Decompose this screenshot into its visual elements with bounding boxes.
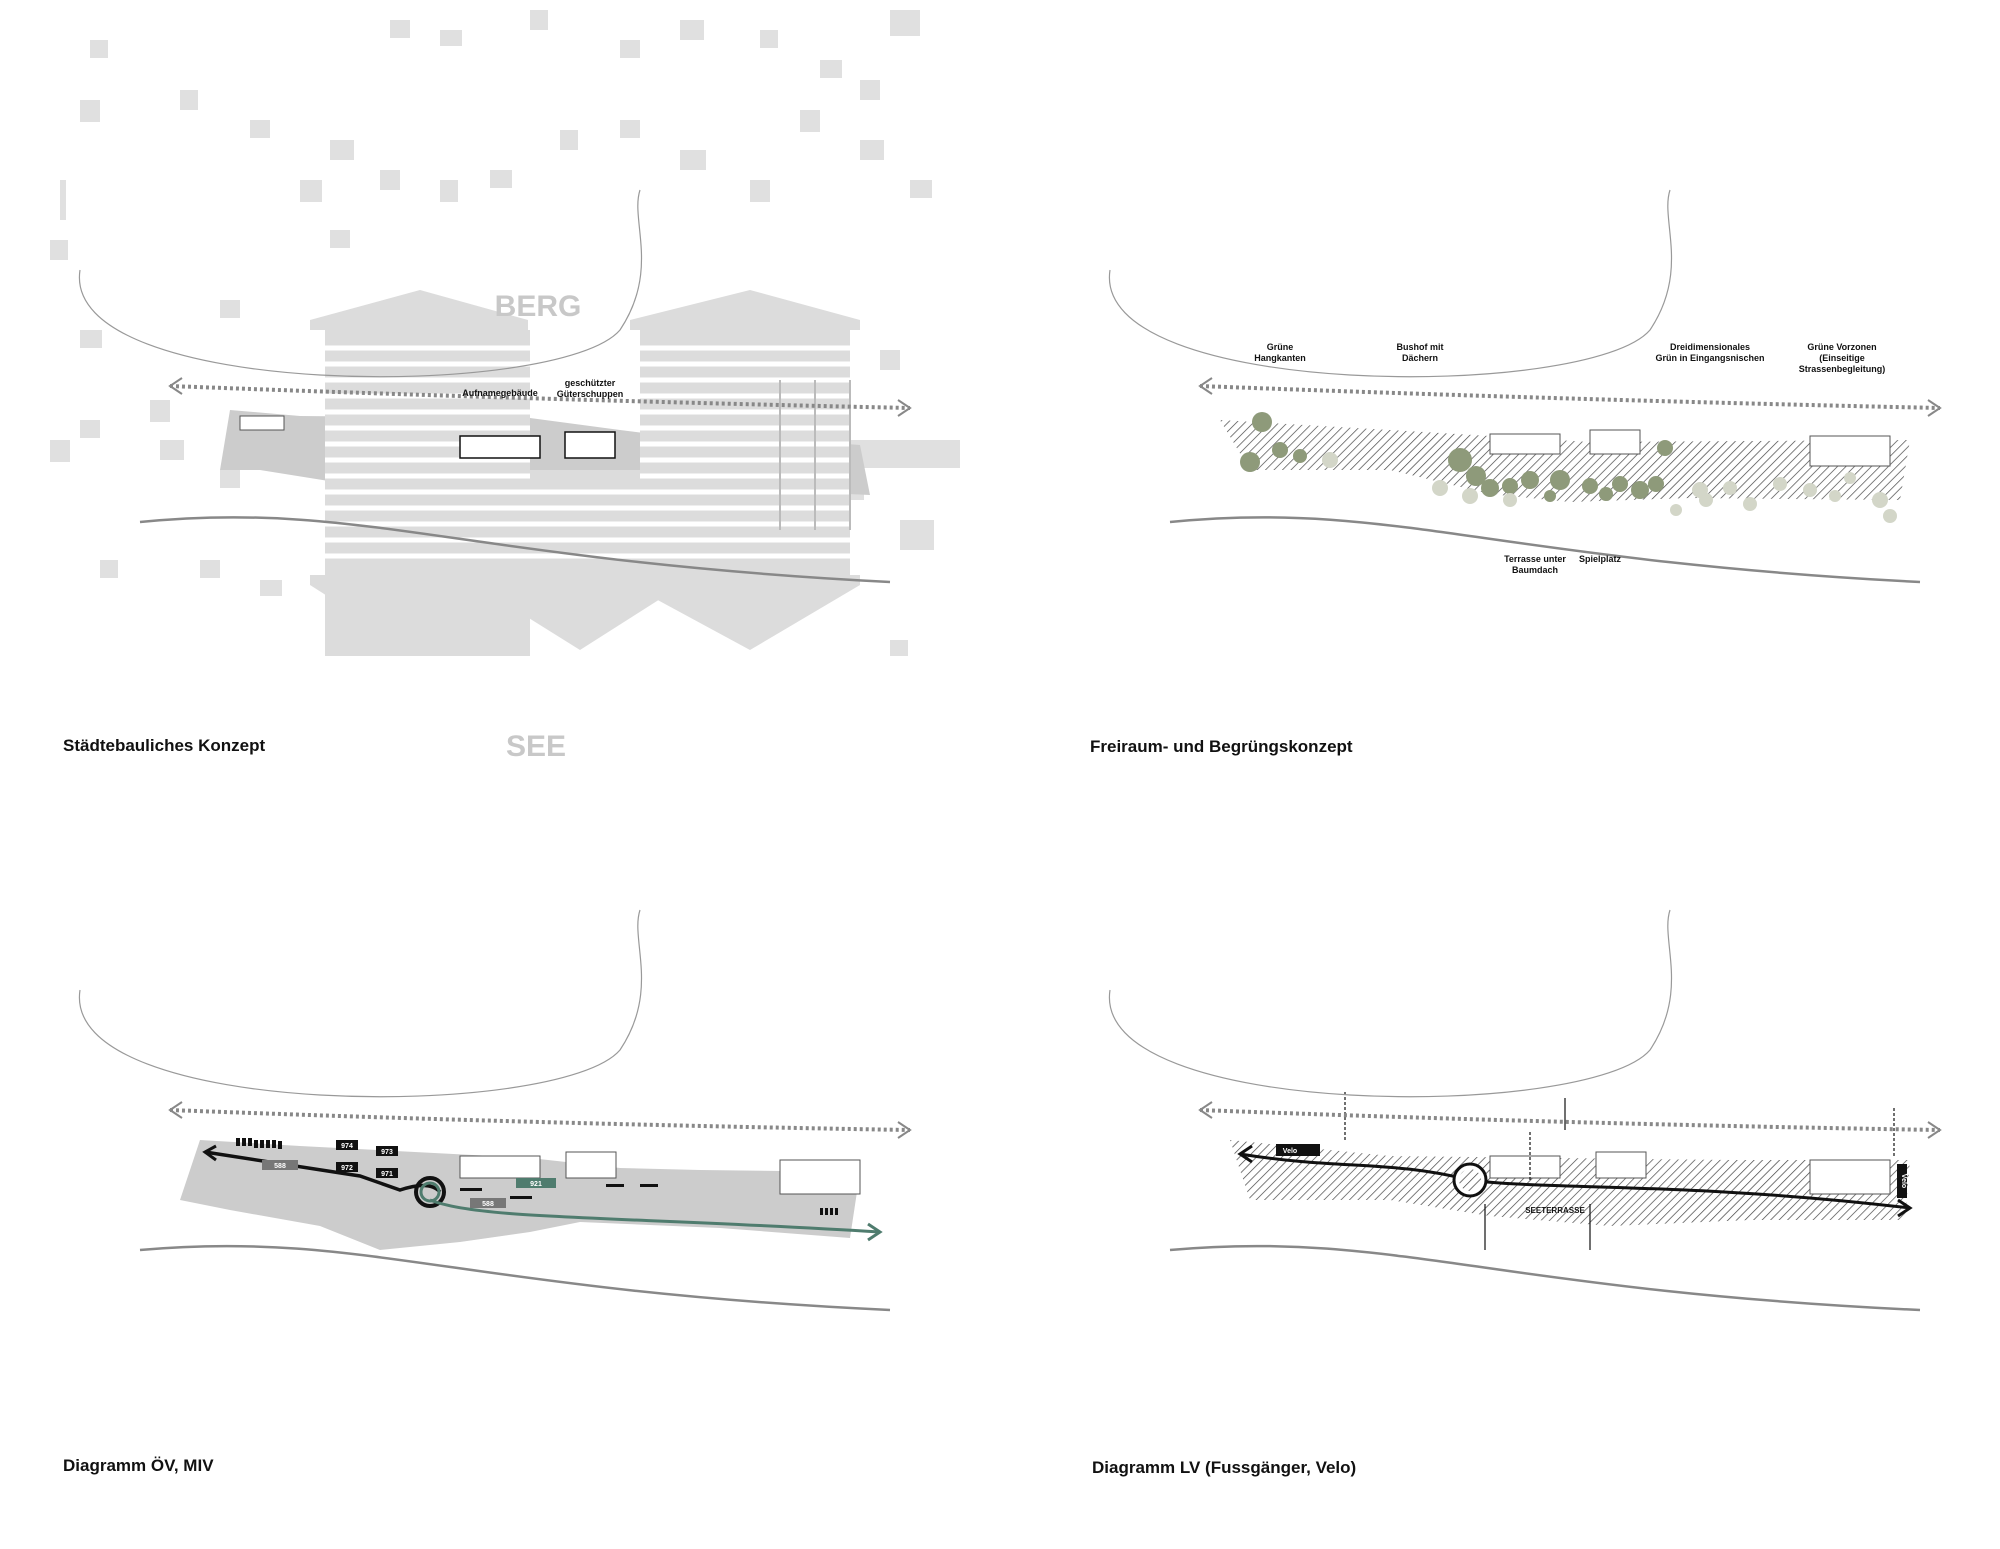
terrasse-label-2: Baumdach (1512, 565, 1558, 575)
rail-arrow-right (897, 399, 912, 417)
road-arrow (202, 1144, 217, 1162)
gueterschuppen-label-2: Güterschuppen (557, 389, 624, 399)
transit-diagram: 974 973 972 971 588 921 588 (79, 909, 912, 1312)
velo-tag (1276, 1144, 1320, 1156)
lake-path (139, 1244, 891, 1312)
aufnahmegebaeude (459, 435, 541, 459)
berg-label: BERG (495, 290, 582, 323)
urban-concept-diagram: BERG SEE Aufnamegebäude geschützter Güte… (50, 10, 960, 763)
building-c (1809, 1159, 1891, 1195)
aufnahmegebaeude-label: Aufnamegebäude (462, 388, 538, 398)
bike-route (1239, 1152, 1911, 1210)
building-c (1809, 435, 1891, 467)
line-921: 921 (530, 1181, 542, 1188)
mountain-path (1109, 189, 1673, 378)
roundabout-hatch (1459, 1169, 1481, 1191)
line-971: 971 (381, 1171, 393, 1178)
rail-arrow-right (1927, 399, 1942, 417)
line-972: 972 (341, 1165, 353, 1172)
rail-arrow-left (168, 377, 183, 395)
lake-path (1169, 1244, 1921, 1312)
velo-end-label: Velo (1900, 1174, 1907, 1188)
lake-path (139, 515, 891, 584)
bike-arrow-left (1237, 1144, 1253, 1164)
line-588-a: 588 (274, 1163, 286, 1170)
gueterschuppen (564, 431, 616, 459)
panel-transit-diagram: 974 973 972 971 588 921 588 Diagramm ÖV,… (60, 780, 960, 1500)
panel-slow-traffic-diagram: Velo Velo SEETERRASSE Diagramm LV (Fussg… (1090, 780, 1990, 1500)
spielplatz-label: Spielplatz (1579, 554, 1622, 564)
dreidim-label-1: Dreidimensionales (1670, 342, 1750, 352)
bushof-label-1: Bushof mit (1397, 342, 1444, 352)
mountain-path (79, 909, 643, 1098)
building-b (1595, 1151, 1647, 1179)
roundabout-inner (419, 1181, 441, 1203)
hangkanten-label-1: Grüne (1267, 342, 1294, 352)
vorzonen-label-3: Strassenbegleitung) (1799, 364, 1886, 374)
building-a (1489, 433, 1561, 455)
velo-label: Velo (1283, 1148, 1297, 1155)
bus-route (429, 1198, 881, 1234)
trees-light (1322, 452, 1897, 523)
line-974: 974 (341, 1143, 353, 1150)
building-c (779, 1159, 861, 1195)
rail-arrow-right (897, 1121, 912, 1139)
hangkanten-label-2: Hangkanten (1254, 353, 1306, 363)
bus-stops (236, 1138, 838, 1215)
bushof-label-2: Dächern (1402, 353, 1438, 363)
railway-line (1199, 1108, 1941, 1132)
title-green: Freiraum- und Begrüngskonzept (1090, 737, 1353, 756)
green-concept-diagram: Grüne Hangkanten Bushof mit Dächern Drei… (1109, 189, 1942, 584)
axis-arrow-3 (630, 290, 860, 650)
panel-urban-concept: BERG SEE Aufnamegebäude geschützter Güte… (50, 0, 960, 763)
rail-arrow-left (1198, 377, 1213, 395)
building-a (1489, 1155, 1561, 1179)
crossing-arrows (1344, 1092, 1895, 1250)
green-site-hatch (1220, 420, 1910, 502)
slow-traffic-diagram: Velo Velo SEETERRASSE (1109, 909, 1942, 1312)
building-b (565, 1151, 617, 1179)
title-slow-traffic: Diagramm LV (Fussgänger, Velo) (1092, 1458, 1357, 1477)
small-building (239, 415, 285, 431)
gueterschuppen-label-1: geschützter (565, 378, 616, 388)
title-urban: Städtebauliches Konzept (63, 736, 266, 755)
bike-arrow-right (1897, 1198, 1913, 1218)
terrasse-label-1: Terrasse unter (1504, 554, 1566, 564)
roundabout (414, 1176, 446, 1208)
line-588-b: 588 (482, 1201, 494, 1208)
line-tags: 974 973 972 971 588 921 588 (262, 1140, 556, 1208)
panel-green-concept: Grüne Hangkanten Bushof mit Dächern Drei… (1090, 0, 1990, 760)
railway-line (1199, 384, 1941, 410)
bus-arrow (867, 1222, 883, 1242)
dreidim-label-2: Grün in Eingangsnischen (1655, 353, 1764, 363)
mountain-path (79, 189, 643, 378)
mountain-path (1109, 909, 1673, 1098)
rail-arrow-right (1927, 1121, 1942, 1139)
context-buildings (50, 10, 960, 656)
see-label: SEE (506, 730, 566, 763)
railway-line (169, 1108, 911, 1132)
pedestrian-area-hatch (1230, 1140, 1910, 1226)
axis-arrow-2 (468, 470, 690, 650)
building-a (459, 1155, 541, 1179)
seeterrasse-label: SEETERRASSE (1525, 1206, 1585, 1215)
rail-arrow-left (168, 1101, 183, 1119)
building-b (1589, 429, 1641, 455)
trees-dark (1240, 412, 1673, 502)
vorzonen-label-1: Grüne Vorzonen (1807, 342, 1876, 352)
rail-arrow-left (1198, 1101, 1213, 1119)
lake-path (1169, 515, 1921, 584)
line-973: 973 (381, 1149, 393, 1156)
velo-end-tag (1897, 1164, 1907, 1198)
vorzonen-label-2: (Einseitige (1819, 353, 1865, 363)
title-transit: Diagramm ÖV, MIV (63, 1456, 214, 1475)
